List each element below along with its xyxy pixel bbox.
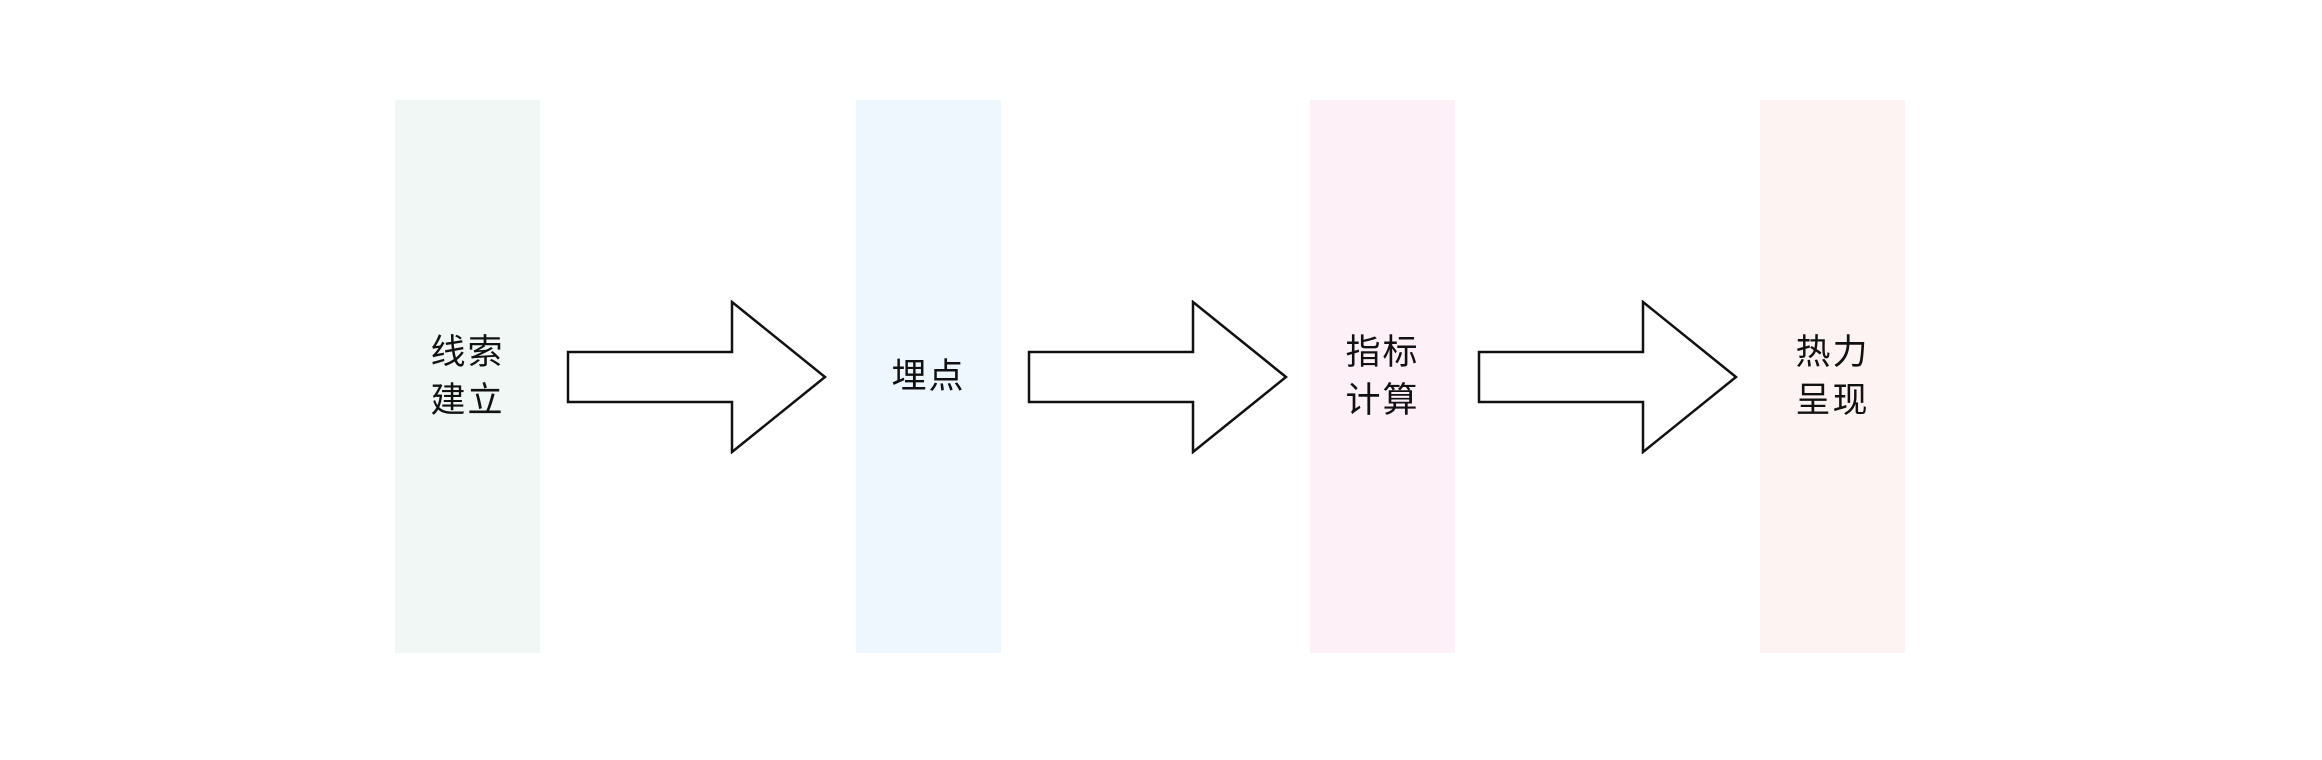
right-arrow-icon [1477, 300, 1740, 454]
right-arrow-icon [566, 300, 829, 454]
step-label: 线索 建立 [430, 332, 505, 421]
step-label: 埋点 [891, 356, 966, 397]
step-box-heatmap-display: 热力 呈现 [1760, 100, 1905, 653]
step-box-clue-build: 线索 建立 [395, 100, 540, 653]
step-box-metric-calc: 指标 计算 [1310, 100, 1455, 653]
step-label: 热力 呈现 [1795, 332, 1870, 421]
right-arrow-icon [1027, 300, 1290, 454]
step-box-tracking: 埋点 [856, 100, 1001, 653]
step-label: 指标 计算 [1345, 332, 1420, 421]
